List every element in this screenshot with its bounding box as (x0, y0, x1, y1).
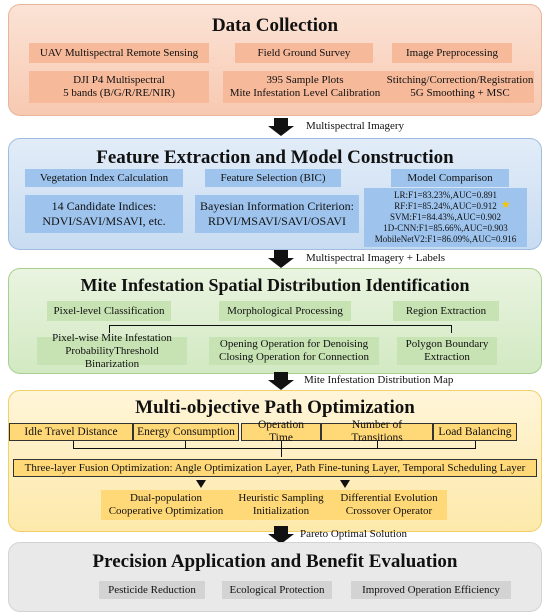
pixel-threshold-box: Pixel-wise Mite Infestation ProbabilityT… (37, 332, 187, 370)
flow-arrow-icon (268, 526, 294, 544)
model-result-mobilenet: MobileNetV2:F1=86.09%,AUC=0.916 (374, 234, 517, 244)
connector-line (377, 441, 378, 448)
connector-line (73, 441, 74, 448)
arrow-label: Mite Infestation Distribution Map (304, 374, 454, 386)
polygon-extraction-box: Polygon Boundary Extraction (397, 337, 497, 365)
star-icon: ★ (500, 199, 511, 211)
vegetation-index-box: Vegetation Index Calculation (25, 169, 183, 187)
uav-sensing-box: UAV Multispectral Remote Sensing (29, 43, 209, 63)
connector-line (281, 448, 282, 457)
connector-line (475, 441, 476, 448)
model-result-svm: SVM:F1=84.43%,AUC=0.902 (390, 212, 501, 222)
stage-feature-extraction: Feature Extraction and Model Constructio… (8, 138, 542, 250)
preprocessing-steps-box: Stitching/Correction/Registration 5G Smo… (386, 71, 534, 103)
outcome-operation-efficiency: Improved Operation Efficiency (351, 581, 511, 599)
arrow-label: Multispectral Imagery + Labels (306, 252, 446, 264)
candidate-indices-box: 14 Candidate Indices: NDVI/SAVI/MSAVI, e… (25, 195, 183, 233)
dual-population-box: Dual-population Cooperative Optimization (101, 490, 231, 520)
down-arrow-icon (340, 480, 350, 488)
outcome-pesticide-reduction: Pesticide Reduction (99, 581, 205, 599)
open-close-box: Opening Operation for Denoising Closing … (209, 337, 379, 365)
fusion-optimization-box: Three-layer Fusion Optimization: Angle O… (13, 459, 537, 477)
stage-benefit-evaluation: Precision Application and Benefit Evalua… (8, 542, 542, 612)
stage-title: Mite Infestation Spatial Distribution Id… (80, 275, 470, 295)
region-extraction-box: Region Extraction (393, 301, 499, 321)
stage-data-collection: Data Collection UAV Multispectral Remote… (8, 4, 542, 116)
objective-time: Operation Time (241, 419, 321, 444)
stage-path-optimization: Multi-objective Path Optimization Idle T… (8, 390, 542, 532)
arrow-label: Pareto Optimal Solution (300, 528, 407, 540)
morphological-box: Morphological Processing (219, 301, 351, 321)
stage-title: Feature Extraction and Model Constructio… (96, 147, 454, 168)
objective-energy: Energy Consumption (133, 423, 239, 441)
objective-transitions: Number of Transitions (321, 419, 433, 444)
model-result-rf: RF:F1=85.24%,AUC=0.912★ (394, 199, 511, 212)
flow-arrow-icon (268, 372, 294, 390)
flow-arrow-icon (268, 118, 294, 136)
connector-line (281, 441, 282, 448)
dji-sensor-box: DJI P4 Multispectral 5 bands (B/G/R/RE/N… (29, 71, 209, 103)
pixel-classification-box: Pixel-level Classification (47, 301, 171, 321)
connector-line (185, 441, 186, 448)
model-comparison-box: Model Comparison (391, 169, 509, 187)
bracket-tick (109, 325, 110, 333)
stage-title: Precision Application and Benefit Evalua… (92, 551, 458, 572)
stage-title: Data Collection (211, 15, 339, 36)
stage-spatial-identification: Mite Infestation Spatial Distribution Id… (8, 268, 542, 374)
flow-arrow-icon (268, 250, 294, 268)
bracket-line (109, 325, 451, 326)
outcome-ecological-protection: Ecological Protection (222, 581, 332, 599)
feature-selection-box: Feature Selection (BIC) (205, 169, 341, 187)
bic-box: Bayesian Information Criterion: RDVI/MSA… (195, 195, 359, 233)
preprocessing-box: Image Preprocessing (392, 43, 512, 63)
model-results-box: LR:F1=83.23%,AUC=0.891 RF:F1=85.24%,AUC=… (364, 188, 527, 247)
model-result-lr: LR:F1=83.23%,AUC=0.891 (394, 190, 497, 200)
objective-idle-travel: Idle Travel Distance (9, 423, 133, 441)
sample-plots-box: 395 Sample Plots Mite Infestation Level … (223, 71, 387, 103)
bracket-tick (451, 325, 452, 333)
heuristic-sampling-box: Heuristic Sampling Initialization (231, 490, 331, 520)
objective-load-balancing: Load Balancing (433, 423, 517, 441)
down-arrow-icon (196, 480, 206, 488)
differential-evolution-box: Differential Evolution Crossover Operato… (331, 490, 447, 520)
connector-line (73, 448, 476, 449)
arrow-label: Multispectral Imagery (306, 120, 405, 132)
stage-title: Multi-objective Path Optimization (135, 397, 415, 418)
field-survey-box: Field Ground Survey (235, 43, 373, 63)
model-result-1dcnn: 1D-CNN:F1=85.66%,AUC=0.903 (383, 223, 508, 233)
